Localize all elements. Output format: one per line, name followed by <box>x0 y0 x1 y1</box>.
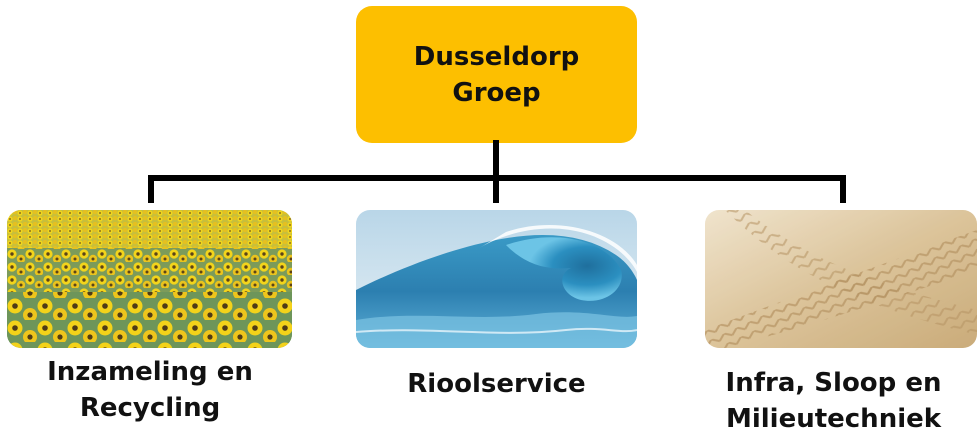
root-node-title-line1: Dusseldorp <box>413 41 580 72</box>
division-label-line1: Inzameling en <box>47 357 253 387</box>
sand-tire-tracks-image <box>705 210 977 348</box>
division-label-line1: Rioolservice <box>407 369 586 399</box>
root-node: Dusseldorp Groep <box>356 6 637 143</box>
sunflower-field-image <box>7 210 292 348</box>
division-label-line2: Recycling <box>79 393 221 423</box>
root-node-title-line2: Groep <box>452 77 541 108</box>
division-label-line1: Infra, Sloop en <box>725 368 942 398</box>
division-label-line2: Milieutechniek <box>725 404 942 434</box>
division-label-rioolservice: Rioolservice <box>356 366 637 402</box>
division-label-inzameling: Inzameling en Recycling <box>0 354 300 426</box>
ocean-wave-image <box>356 210 637 348</box>
connector-lines <box>148 140 846 203</box>
division-label-infra: Infra, Sloop en Milieutechniek <box>690 365 977 437</box>
